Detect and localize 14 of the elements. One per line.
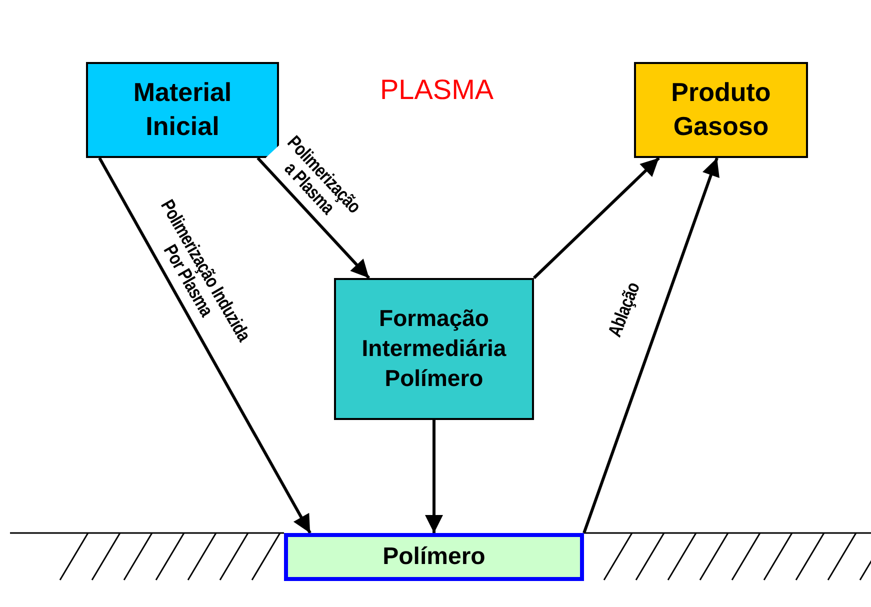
arrow [582,158,720,534]
process-box [634,62,808,158]
box-label: Formação Intermediária Polímero [360,304,508,393]
box-label: Material Inicial [132,76,233,143]
plasma-label: PLASMA [380,74,494,106]
box-label: Produto Gasoso [670,76,772,143]
arrow [425,420,443,533]
box-label: Polímero [382,542,486,572]
process-box [86,62,279,158]
arrow [256,156,370,280]
arrow [532,156,660,280]
process-box [284,533,584,581]
process-box [334,278,534,420]
arrow [98,157,312,534]
